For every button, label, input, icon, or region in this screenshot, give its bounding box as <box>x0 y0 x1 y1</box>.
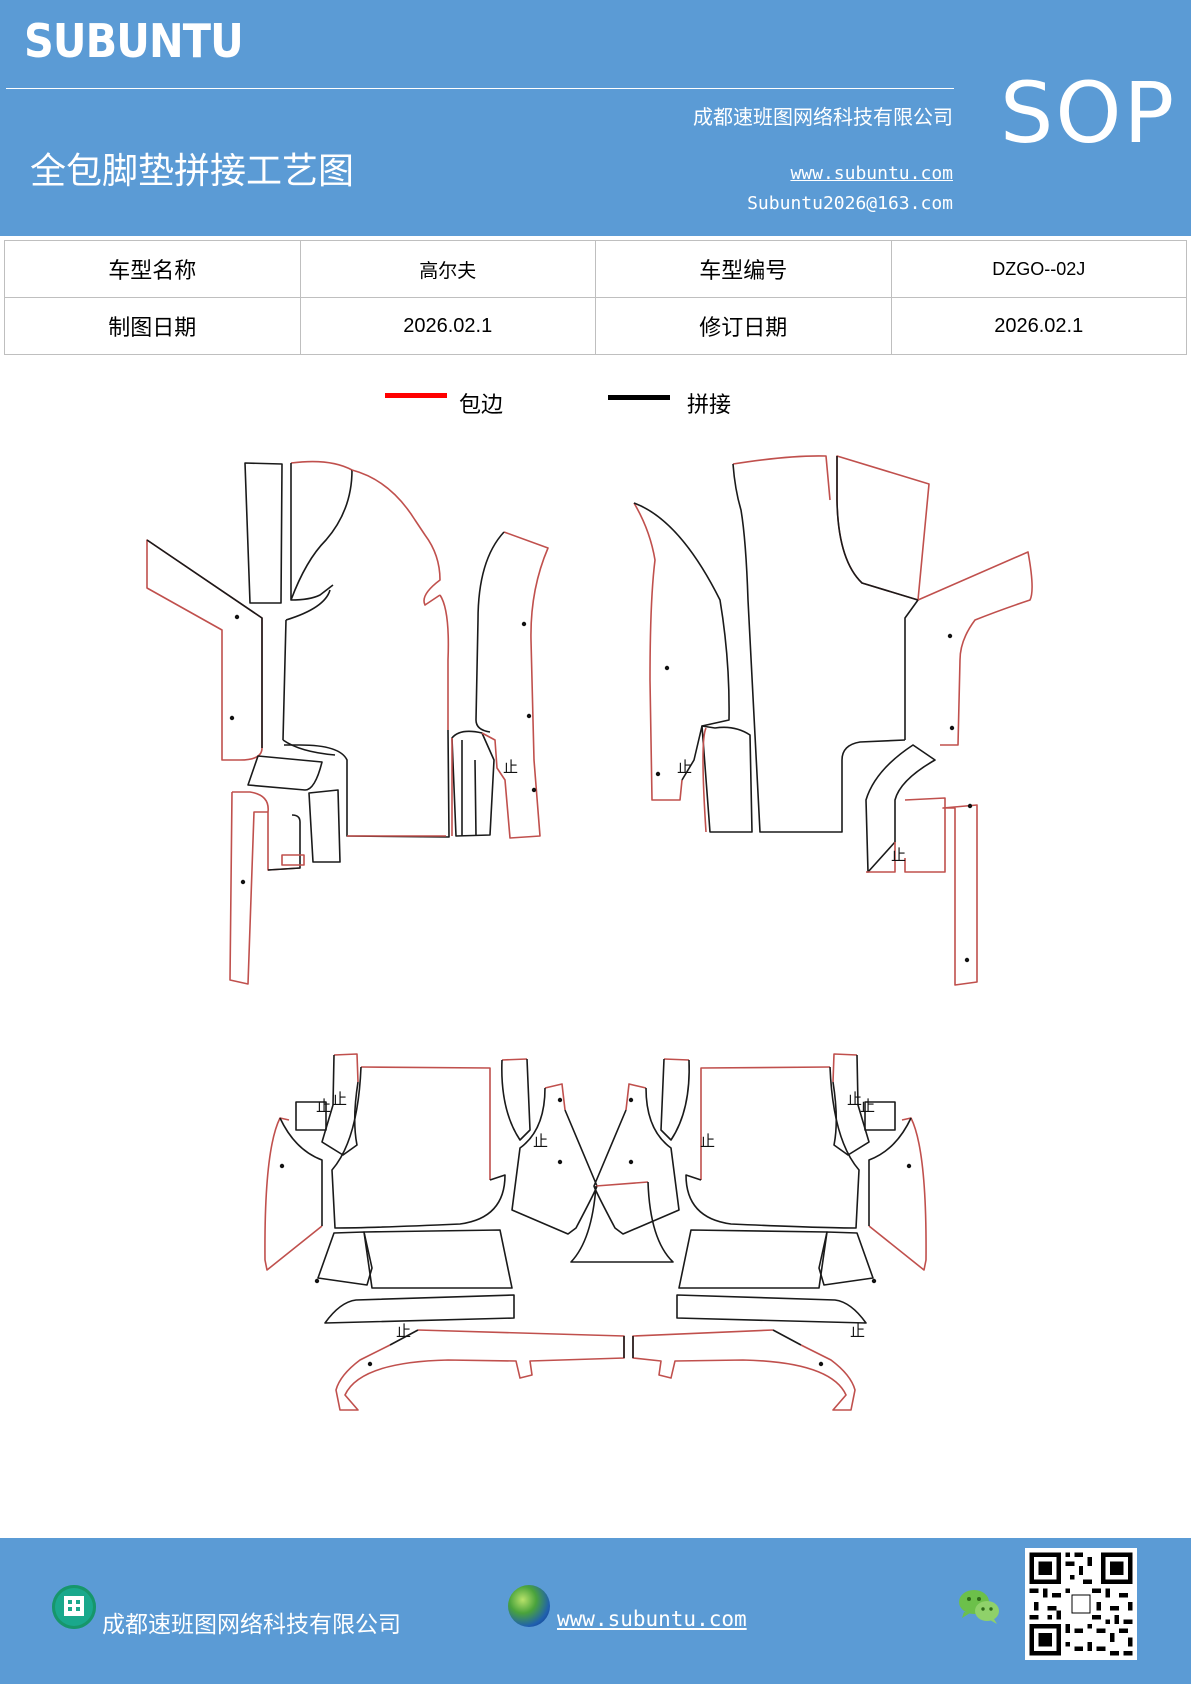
legend-edge-swatch <box>385 393 447 398</box>
revise-date-label: 修订日期 <box>595 297 892 355</box>
legend-join-label: 拼接 <box>687 393 732 418</box>
page-title: 全包脚垫拼接工艺图 <box>30 151 355 192</box>
model-name-label: 车型名称 <box>4 240 301 298</box>
legend-edge-label: 包边 <box>459 393 504 418</box>
stop-mark: 止 <box>503 758 518 776</box>
stop-mark: 止 <box>850 1322 865 1340</box>
table-row: 车型名称 高尔夫 车型编号 DZGO--02J <box>4 240 1187 298</box>
brand-logo: SUBUNTU <box>24 14 244 68</box>
table-row: 制图日期 2026.02.1 修订日期 2026.02.1 <box>4 297 1187 355</box>
stop-mark: 止 <box>891 846 906 864</box>
front-right-mat-group: 止 止 <box>633 455 1033 986</box>
header-divider <box>6 88 954 89</box>
revise-date-value: 2026.02.1 <box>890 297 1187 355</box>
header-website-link[interactable]: www.subuntu.com <box>790 163 953 184</box>
footer-company: 成都速班图网络科技有限公司 <box>102 1612 401 1638</box>
header-banner <box>0 0 1191 236</box>
globe-icon <box>508 1585 550 1627</box>
sop-label: SOP <box>1000 64 1177 162</box>
stop-mark: 止 <box>396 1322 411 1340</box>
model-code-value: DZGO--02J <box>890 240 1187 298</box>
front-left-mat-group: 止 <box>146 460 549 985</box>
stop-mark: 止 <box>677 758 692 776</box>
wechat-icon[interactable] <box>956 1586 1002 1626</box>
stop-mark: 止 <box>847 1090 862 1108</box>
header-company: 成都速班图网络科技有限公司 <box>693 105 953 129</box>
footer-website-link[interactable]: www.subuntu.com <box>557 1607 747 1631</box>
stop-mark: 止 <box>533 1132 548 1150</box>
building-icon <box>52 1585 96 1629</box>
model-name-value: 高尔夫 <box>299 240 596 298</box>
stop-mark: 止 <box>316 1097 331 1115</box>
draw-date-value: 2026.02.1 <box>299 297 596 355</box>
stop-mark: 止 <box>332 1090 347 1108</box>
qr-code[interactable] <box>1025 1548 1137 1660</box>
model-code-label: 车型编号 <box>595 240 892 298</box>
draw-date-label: 制图日期 <box>4 297 301 355</box>
legend-join-swatch <box>608 395 670 400</box>
stop-mark: 止 <box>700 1132 715 1150</box>
header-email: Subuntu2026@163.com <box>747 193 953 214</box>
rear-mat-group: 止 止 止 止 止 止 止 止 <box>264 1053 927 1411</box>
model-info-table: 车型名称 高尔夫 车型编号 DZGO--02J 制图日期 2026.02.1 修… <box>4 240 1187 355</box>
stop-mark: 止 <box>860 1097 875 1115</box>
